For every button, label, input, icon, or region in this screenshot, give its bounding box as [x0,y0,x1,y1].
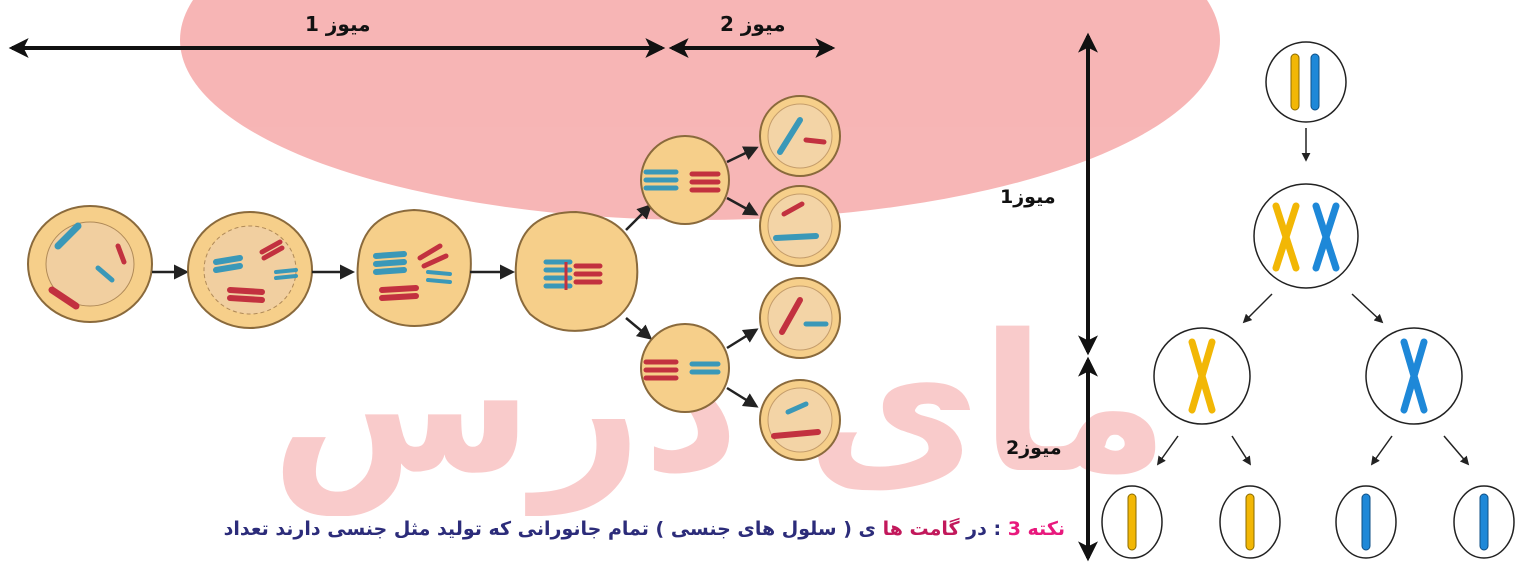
note-part1: در [959,518,987,540]
cell-meiosis2-top [640,135,730,225]
note-prefix: نکته 3 [1007,518,1065,540]
cell-interphase [27,205,153,323]
note-text: نکته 3 : در گامت ها ی ( سلول های جنسی ) … [224,518,1065,540]
flow-arrow [726,386,759,408]
note-part2: ی ( سلول های جنسی ) تمام جانورانی که تول… [223,518,883,540]
flow-arrow [625,317,653,340]
gamete-2 [759,185,841,267]
label-meiosis1-top: میوز 1 [305,12,371,36]
tree-arrow [1156,435,1179,466]
cell-meiosis2-bottom [640,323,730,413]
watermark-text: مای درس [271,294,1169,516]
flow-arrow [625,203,653,231]
tree-arrow [1231,435,1251,466]
gamete-1 [759,95,841,177]
flow-arrow [726,146,759,164]
flow-arrow [726,328,759,350]
tree-gamete-3 [1335,485,1397,559]
tree-gamete-1 [1101,485,1163,559]
tree-cell-duplicated [1253,183,1359,289]
watermark: مای درس [180,0,1220,516]
tree-gamete-4 [1453,485,1515,559]
tree-cell-left [1153,327,1251,425]
tree-arrow [1242,293,1273,324]
flow-arrow [726,196,759,216]
note-colon: : [986,518,1008,540]
tree-arrow [1443,435,1470,466]
tree-gamete-2 [1219,485,1281,559]
tree-parent-cell [1265,41,1347,123]
gamete-4 [759,379,841,461]
note-highlight: گامت ها [882,518,960,540]
cell-anaphase1 [514,210,639,332]
cell-prophase1 [187,211,313,329]
gamete-3 [759,277,841,359]
label-meiosis2-side: میوز2 [1006,437,1062,459]
tree-arrow [1351,293,1384,324]
tree-cell-right [1365,327,1463,425]
label-meiosis2-top: میوز 2 [720,12,786,36]
tree-arrow [1370,435,1393,466]
cell-metaphase1 [356,208,472,327]
label-meiosis1-side: میوز1 [1000,186,1056,208]
